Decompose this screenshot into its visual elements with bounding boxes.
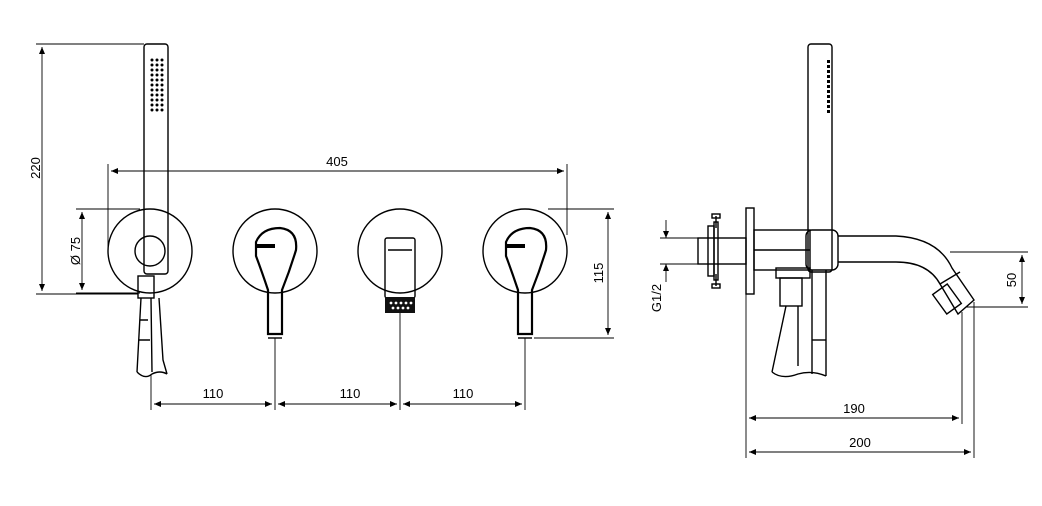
label-plate-diameter: Ø 75 — [68, 237, 83, 265]
label-total-depth: 200 — [849, 435, 871, 450]
shower-outlet-plate — [107, 208, 193, 378]
dim-spacings: 110 110 110 — [150, 313, 526, 410]
label-spacing-2: 110 — [340, 386, 361, 401]
dim-total-height: 220 — [28, 43, 144, 295]
dim-total-width: 405 — [107, 154, 568, 250]
label-thread-size: G1/2 — [649, 284, 664, 312]
dim-total-depth: 200 — [749, 302, 975, 458]
label-spacing-3: 110 — [453, 386, 474, 401]
hand-shower-side — [807, 43, 833, 273]
front-view: 220 Ø 75 405 115 — [28, 43, 614, 410]
spout-side — [838, 235, 975, 316]
label-total-height: 220 — [28, 157, 43, 179]
dim-thread-size: G1/2 — [649, 220, 698, 312]
label-spout-drop: 50 — [1004, 273, 1019, 287]
label-total-width: 405 — [326, 154, 348, 169]
label-front-height: 115 — [591, 263, 606, 284]
shower-nozzles — [150, 58, 164, 112]
hose-connection-side — [771, 229, 839, 378]
mixer-handle-left — [232, 208, 318, 339]
dim-spout-reach: 190 — [745, 294, 963, 458]
dim-spout-drop: 50 — [950, 251, 1028, 308]
wall-plate-side — [697, 207, 811, 295]
mixer-handle-right — [482, 208, 568, 339]
hand-shower-front — [143, 43, 169, 275]
label-spacing-1: 110 — [203, 386, 224, 401]
spout-front — [357, 208, 443, 313]
label-spout-reach: 190 — [843, 401, 865, 416]
dim-plate-diameter: Ø 75 — [68, 208, 140, 294]
dim-front-height: 115 — [534, 208, 614, 339]
side-view: G1/2 50 190 200 — [649, 43, 1028, 458]
